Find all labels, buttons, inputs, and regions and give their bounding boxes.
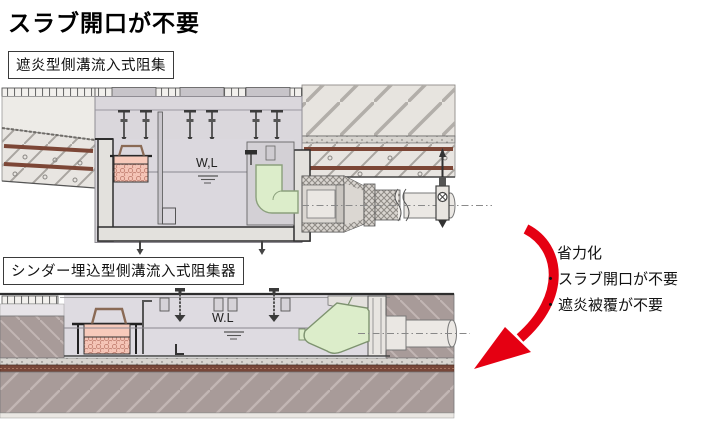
- flame-cover-sleeve: [301, 175, 401, 233]
- baffle-plate-2: [142, 300, 184, 355]
- outlet-unit-2: [298, 295, 387, 357]
- drain-pipe-2: [358, 315, 470, 351]
- right-ceiling-slab: [301, 84, 456, 178]
- structural-slab: [0, 371, 455, 419]
- left-floor-2: [0, 295, 65, 359]
- diagram1-label: 遮炎型側溝流入式阻集: [8, 51, 174, 79]
- channel-bolts: [159, 287, 291, 323]
- diagram2-label: シンダー埋込型側溝流入式阻集器: [3, 257, 244, 285]
- diagram2-drawing: W.L: [0, 287, 470, 419]
- left-floor-slab: [1, 87, 96, 189]
- page-title: スラブ開口が不要: [8, 10, 200, 36]
- strainer-basket-2: [72, 307, 142, 355]
- pipe-hanger: [435, 148, 450, 228]
- curved-arrow-icon: [474, 224, 559, 369]
- diagram1-label-text: 遮炎型側溝流入式阻集: [16, 58, 166, 74]
- baffle-plate-1: [157, 111, 176, 225]
- water-level-label-1: W,L: [196, 156, 218, 170]
- diagram1-drawing: W,L: [1, 84, 492, 255]
- annotation-item: ・スラブ開口が不要: [543, 271, 679, 288]
- annotation-heading: 省力化: [557, 245, 603, 262]
- outlet-elbow: [245, 141, 299, 226]
- membrane-layer: [0, 364, 455, 373]
- annotation-block: 省力化 ・スラブ開口が不要 ・遮炎被覆が不要: [543, 241, 678, 319]
- mortar-layer: [0, 357, 455, 366]
- water-level-label-2: W.L: [212, 311, 234, 325]
- tank-anchors: [136, 241, 266, 255]
- diagram2-label-text: シンダー埋込型側溝流入式阻集器: [11, 264, 236, 280]
- annotation-item: ・遮炎被覆が不要: [543, 297, 664, 314]
- strainer-basket-1: [110, 144, 152, 183]
